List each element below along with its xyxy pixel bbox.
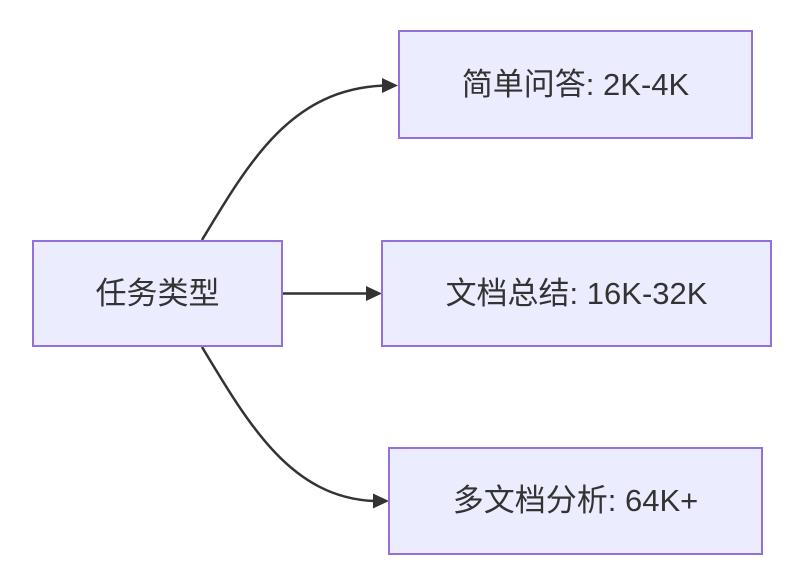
node-multi-doc-label: 多文档分析: 64K+ [452, 483, 699, 519]
node-task-type: 任务类型 [32, 240, 283, 347]
node-doc-summary: 文档总结: 16K-32K [381, 240, 772, 347]
arrowhead-icon [373, 493, 389, 509]
arrowhead-icon [366, 286, 382, 301]
arrowhead-icon [382, 78, 398, 93]
edge-root-to-simple-qa [200, 84, 385, 241]
node-simple-qa-label: 简单问答: 2K-4K [461, 66, 690, 102]
node-simple-qa: 简单问答: 2K-4K [398, 30, 753, 139]
node-task-type-label: 任务类型 [95, 275, 220, 311]
node-doc-summary-label: 文档总结: 16K-32K [445, 275, 708, 311]
node-multi-doc: 多文档分析: 64K+ [388, 447, 763, 555]
edge-root-to-multi-doc [200, 346, 375, 503]
